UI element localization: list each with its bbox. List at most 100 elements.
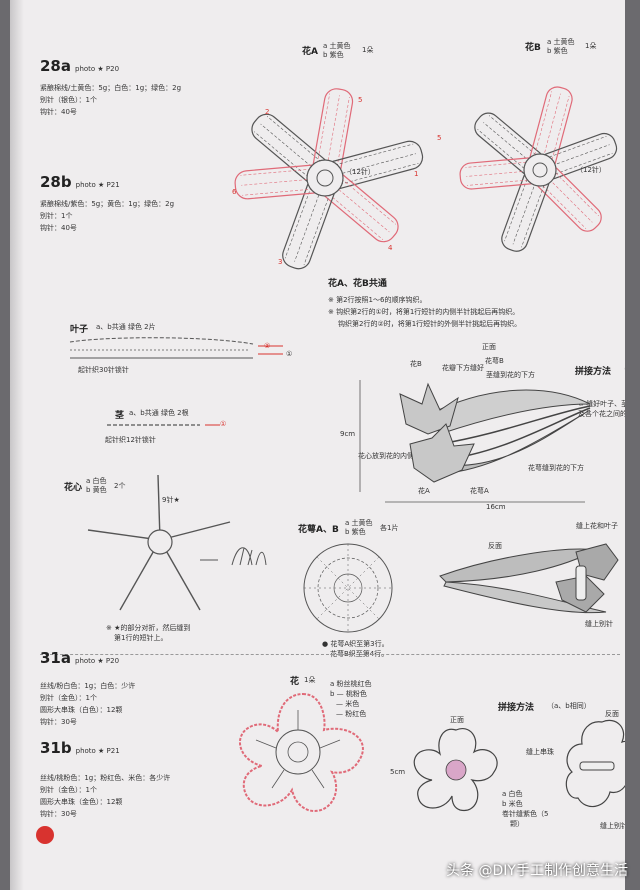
assembly-28-variant: （a、b相同） (620, 365, 625, 374)
bead-note: 颗） (510, 820, 524, 828)
section-28a-header: 28a photo ★ P20 (40, 59, 120, 74)
leaf-start: 起针织30针锁针 (78, 366, 129, 374)
flower-a-color: b 紫色 (323, 51, 344, 59)
common-note: 钩织第2行的②时，将第1行短针的外侧半针挑起后再钩织。 (338, 320, 522, 328)
calyx-chart (303, 543, 393, 633)
watermark: 头条 @DIY手工制作创意生活 (446, 863, 628, 879)
material-line: 钩针：40号 (40, 224, 77, 232)
calyx-title: 花萼A、B (298, 525, 339, 535)
material-line: 钩针：30号 (40, 810, 77, 818)
flower-31-legend: — 米色 (336, 700, 360, 708)
flower-a-title: 花A (302, 47, 318, 57)
petal-number: 1 (414, 170, 419, 178)
petal-number: 6 (232, 188, 237, 196)
common-note: ※ 第2行按照1～6的顺序钩织。 (328, 296, 427, 304)
photo-ref: photo ★ P20 (75, 657, 120, 665)
safety-pin-icon (575, 565, 587, 601)
flower-b-color: b 紫色 (547, 47, 568, 55)
assembly-note: ※ 缝好叶子、茎 (578, 400, 625, 408)
stem-chart (107, 424, 220, 426)
leaf-colors: a、b共通 绿色 2片 (96, 323, 156, 331)
center-color: b 黄色 (86, 486, 107, 494)
section-31a-header: 31a photo ★ P20 (40, 651, 120, 666)
material-line: 别针（金色）：1个 (40, 694, 97, 702)
flower-b-count: 1朵 (585, 42, 597, 50)
flower-center-ring (523, 153, 557, 187)
label-sew-pin-31: 缝上别针 (600, 822, 625, 830)
material-line: 钩针：40号 (40, 108, 77, 116)
label-stem-sewn: 茎缝到花的下方 (486, 371, 535, 379)
assembly-31-front: 正面 (450, 716, 464, 724)
flower-31-legend: a 粉丝桃红色 (330, 680, 372, 688)
material-line: 钩针：30号 (40, 718, 77, 726)
petal-number: 3 (278, 258, 283, 266)
assembly-31-variant: （a、b相同） (547, 702, 591, 710)
leaf-row: ① (286, 350, 293, 358)
material-line: 别针（银色）：1个 (40, 96, 97, 104)
section-code: 31a (40, 649, 71, 667)
label-flower-a: 花A (418, 487, 430, 495)
calyx-color: b 紫色 (345, 528, 366, 536)
stem-title: 茎 (115, 411, 125, 421)
assembly-28-front (359, 380, 591, 503)
calyx-count: 各1片 (380, 524, 399, 532)
common-note: ※ 钩织第2行的①时，将第1行短针的内侧半针挑起后再钩织。 (328, 308, 520, 316)
bead-color: a 白色 (502, 790, 523, 798)
flower-a-chart (234, 88, 424, 270)
assembly-28-title: 拼接方法 (575, 367, 612, 377)
material-line: 别针：1个 (40, 212, 73, 220)
label-calyx-b: 花萼B (485, 357, 504, 365)
bead-note: 卷针缝紫色（5 (502, 810, 549, 818)
material-line: 圆形大串珠（金色）：12颗 (40, 798, 123, 806)
leaf-chart (69, 337, 283, 359)
label-height: 9cm (340, 430, 356, 438)
flower-31-chart (239, 692, 364, 812)
assembly-31-back-flower (565, 719, 625, 808)
flower-center-core (532, 162, 548, 178)
photo-ref: photo ★ P21 (75, 747, 120, 755)
leaf-title: 叶子 (70, 325, 89, 335)
bead-color: b 米色 (502, 800, 523, 808)
label-flower-b: 花B (410, 360, 422, 368)
label-calyx-under: 花萼缝到花的下方 (528, 464, 584, 472)
center-stitch-count: （12针） (345, 168, 375, 176)
flower-a-count: 1朵 (362, 46, 374, 54)
label-sew-flower-leaf: 缝上花和叶子 (576, 522, 618, 530)
petal-number: 2 (265, 108, 270, 116)
photo-ref: photo ★ P20 (75, 65, 120, 73)
assembly-31-front-flower (413, 728, 498, 812)
label-size: 5cm (390, 768, 406, 776)
flower-b-title: 花B (525, 43, 541, 53)
center-note: ※ ★的部分对折，然后缝到 (106, 624, 191, 632)
section-code: 31b (40, 739, 72, 757)
photo-ref: photo ★ P21 (75, 181, 120, 189)
label-sew-under: 花瓣下方缝好 (442, 364, 484, 372)
safety-pin-icon (579, 761, 615, 771)
calyx-note: ● 花萼A织至第3行。 (322, 640, 389, 648)
stem-start: 起针织12针锁针 (105, 436, 156, 444)
assembly-31-back: 反面 (605, 710, 619, 718)
flower-b-color: a 土黄色 (547, 38, 575, 46)
section-code: 28a (40, 57, 71, 75)
material-line: 丝线/粉白色：1g；白色：少许 (40, 682, 136, 690)
center-color: a 白色 (86, 477, 107, 485)
flower-31-legend: — 粉红色 (336, 710, 367, 718)
page-number-dot (36, 826, 54, 844)
flower-a-shape (409, 423, 475, 483)
material-line: 紧酿棉线/紫色：5g；黄色：1g；绿色：2g (40, 200, 175, 208)
center-stitch-count: （12针） (576, 166, 606, 174)
flower-a-color: a 土黄色 (323, 42, 351, 50)
center-count: 2个 (114, 482, 126, 490)
petal-number: 5 (358, 96, 363, 104)
page-spine (10, 0, 24, 890)
assembly-28-back (439, 543, 619, 614)
material-line: 别针（金色）：1个 (40, 786, 97, 794)
flower-b-shape (399, 382, 459, 435)
flower-center-ring (306, 159, 344, 197)
petal-number: 5 (437, 134, 442, 142)
label-sew-pin: 缝上别针 (585, 620, 613, 628)
calyx-color: a 土黄色 (345, 519, 373, 527)
